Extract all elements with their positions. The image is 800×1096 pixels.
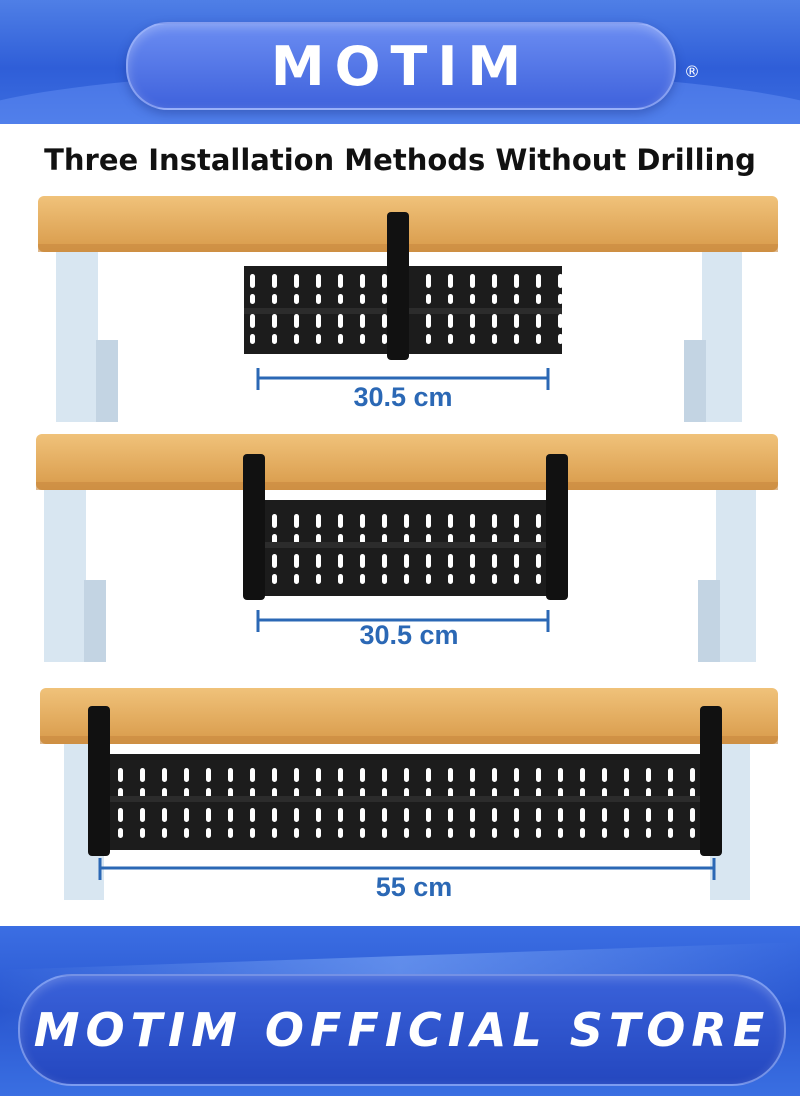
cable-tray <box>108 754 706 850</box>
cable-tray <box>250 500 552 596</box>
desk-illustration-1 <box>38 196 778 422</box>
right-clamp <box>546 454 568 600</box>
registered-mark: ® <box>684 62 700 81</box>
brand-logo: MOTIM <box>270 34 532 98</box>
scene-extended: 55 cm <box>0 684 800 920</box>
store-name: MOTIM OFFICIAL STORE <box>33 1003 771 1057</box>
desk-illustration-2 <box>36 434 778 662</box>
center-clamp <box>387 212 409 360</box>
bottom-banner: MOTIM OFFICIAL STORE <box>0 926 800 1096</box>
left-clamp <box>88 706 110 856</box>
brand-pill: MOTIM ® <box>126 22 700 110</box>
dimension-label-1: 30.5 cm <box>353 382 453 412</box>
top-banner: MOTIM ® <box>0 0 800 124</box>
desk-illustration-3 <box>40 688 778 900</box>
page-heading: Three Installation Methods Without Drill… <box>44 143 756 177</box>
scene-center-clamp: 30.5 cm <box>0 190 800 426</box>
dimension-line-2 <box>256 610 550 632</box>
desk-top <box>36 434 778 490</box>
left-clamp <box>243 454 265 600</box>
dimension-line-1 <box>256 368 550 390</box>
desk-leg-right <box>698 490 756 662</box>
desk-leg-left <box>56 250 118 422</box>
dimension-line-3 <box>98 858 716 880</box>
right-clamp <box>700 706 722 856</box>
desk-leg-left <box>44 490 106 662</box>
dimension-label-3: 55 cm <box>375 872 453 902</box>
desk-leg-right <box>684 250 742 422</box>
dimension-label-2: 30.5 cm <box>359 620 459 650</box>
scene-side-clamps: 30.5 cm <box>0 430 800 668</box>
store-pill: MOTIM OFFICIAL STORE <box>18 974 786 1086</box>
desk-top <box>40 688 778 744</box>
